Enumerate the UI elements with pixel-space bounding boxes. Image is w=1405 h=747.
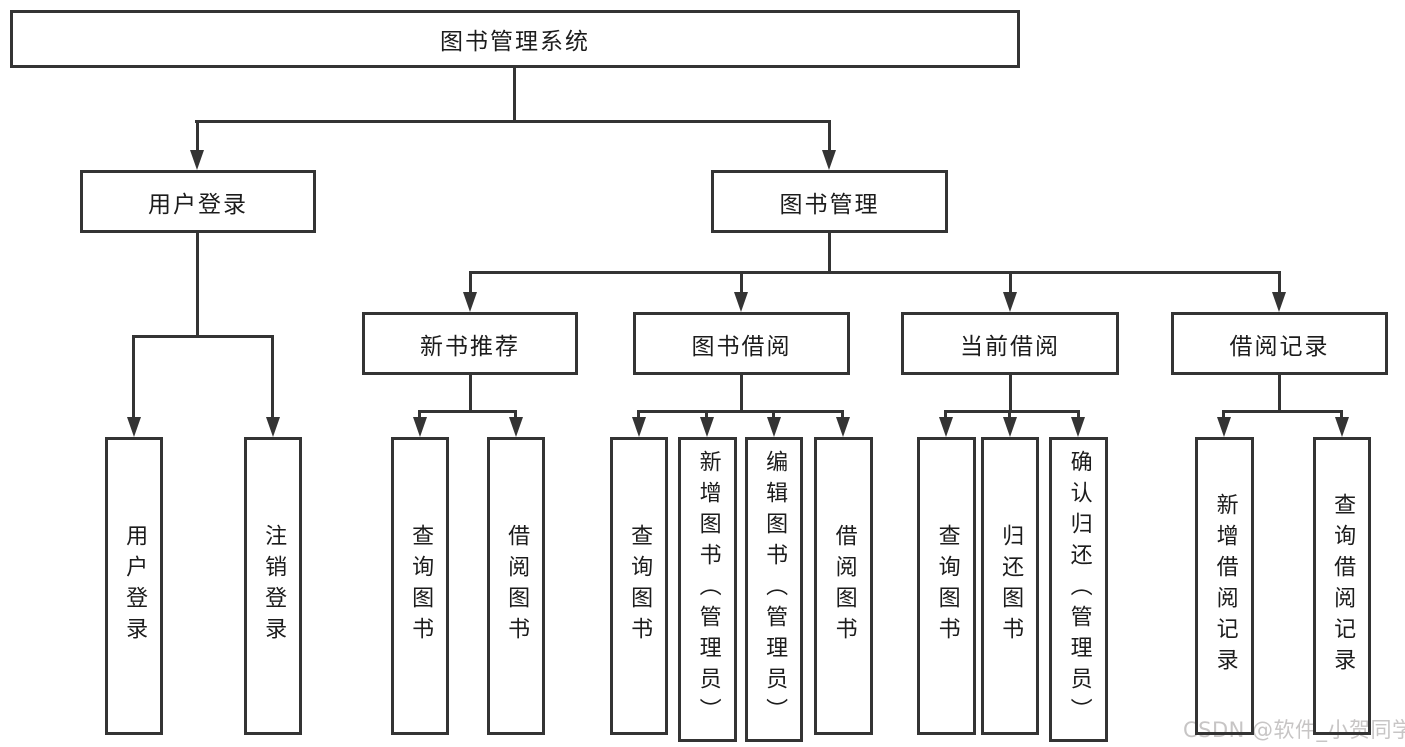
node-label: 新书推荐 — [420, 333, 520, 360]
arrow-head — [1071, 417, 1085, 437]
arrow-head — [1003, 292, 1017, 312]
connector-vline — [740, 375, 743, 410]
connector-vline — [828, 233, 831, 271]
leaf-add-books-admin: 新增图书（管理员） — [678, 437, 737, 742]
leaf-logout: 注销登录 — [244, 437, 302, 735]
connector-vline — [1222, 410, 1225, 420]
arrow-head — [632, 417, 646, 437]
connector-vline — [841, 410, 844, 420]
arrow-head — [822, 150, 836, 170]
connector-vline — [828, 120, 831, 152]
arrow-head — [1217, 417, 1231, 437]
arrow-head — [509, 417, 523, 437]
arrow-head — [266, 417, 280, 437]
node-current-borrowing: 当前借阅 — [901, 312, 1119, 375]
connector-vline — [132, 335, 135, 419]
arrow-head — [1272, 292, 1286, 312]
node-label: 新增借阅记录 — [1212, 493, 1238, 679]
connector-vline — [196, 120, 199, 152]
arrow-head — [767, 417, 781, 437]
node-label: 查询图书 — [408, 524, 434, 648]
node-user-login: 用户登录 — [80, 170, 316, 233]
connector-hline — [469, 271, 1281, 274]
connector-vline — [1077, 410, 1080, 420]
connector-vline — [637, 410, 640, 420]
connector-hline — [133, 335, 274, 338]
node-label: 用户登录 — [122, 524, 148, 648]
leaf-user-login: 用户登录 — [105, 437, 163, 735]
connector-vline — [418, 410, 421, 420]
arrow-head — [463, 292, 477, 312]
leaf-add-borrow-record: 新增借阅记录 — [1195, 437, 1254, 735]
connector-vline — [1009, 375, 1012, 410]
node-label: 借阅图书 — [831, 524, 857, 648]
node-label: 查询图书 — [627, 524, 653, 648]
connector-hline — [1223, 410, 1343, 413]
node-new-book-recommend: 新书推荐 — [362, 312, 578, 375]
connector-vline — [469, 375, 472, 410]
arrow-head — [939, 417, 953, 437]
node-label: 确认归还（管理员） — [1066, 450, 1092, 729]
node-label: 图书管理系统 — [440, 29, 590, 55]
arrow-head — [413, 417, 427, 437]
connector-hline — [419, 410, 517, 413]
node-label: 用户登录 — [148, 191, 248, 218]
connector-vline — [1009, 271, 1012, 294]
node-label: 归还图书 — [998, 524, 1024, 648]
connector-vline — [514, 410, 517, 420]
arrow-head — [700, 417, 714, 437]
leaf-query-borrow-record: 查询借阅记录 — [1313, 437, 1371, 735]
connector-vline — [1008, 410, 1011, 420]
connector-vline — [1340, 410, 1343, 420]
node-label: 当前借阅 — [960, 333, 1060, 360]
connector-vline — [740, 271, 743, 294]
connector-vline — [469, 271, 472, 294]
node-label: 注销登录 — [261, 524, 287, 648]
arrow-head — [836, 417, 850, 437]
leaf-borrow-books-borrowing: 借阅图书 — [814, 437, 873, 735]
arrow-head — [1003, 417, 1017, 437]
node-label: 图书管理 — [779, 191, 880, 218]
connector-vline — [1278, 271, 1281, 294]
connector-hline — [945, 410, 1079, 413]
arrow-head — [734, 292, 748, 312]
connector-vline — [944, 410, 947, 420]
connector-vline — [1278, 375, 1281, 410]
node-book-management: 图书管理 — [711, 170, 948, 233]
leaf-confirm-return-admin: 确认归还（管理员） — [1049, 437, 1108, 742]
node-label: 编辑图书（管理员） — [762, 450, 788, 729]
node-label: 图书借阅 — [691, 333, 792, 360]
leaf-return-books: 归还图书 — [981, 437, 1039, 735]
node-label: 借阅图书 — [504, 524, 530, 648]
node-label: 查询借阅记录 — [1330, 493, 1356, 679]
leaf-query-books-recommend: 查询图书 — [391, 437, 449, 735]
connector-vline — [513, 68, 516, 120]
node-root-library-system: 图书管理系统 — [10, 10, 1020, 68]
node-label: 新增图书（管理员） — [695, 450, 721, 729]
connector-vline — [705, 410, 708, 420]
leaf-borrow-books-recommend: 借阅图书 — [487, 437, 545, 735]
leaf-query-books-current: 查询图书 — [917, 437, 976, 735]
connector-hline — [195, 120, 831, 123]
connector-vline — [196, 233, 199, 335]
node-label: 借阅记录 — [1229, 333, 1330, 360]
arrow-head — [1335, 417, 1349, 437]
arrow-head — [190, 150, 204, 170]
node-borrowing-records: 借阅记录 — [1171, 312, 1388, 375]
connector-vline — [772, 410, 775, 420]
node-label: 查询图书 — [934, 524, 960, 648]
leaf-query-books-borrowing: 查询图书 — [610, 437, 668, 735]
node-book-borrowing: 图书借阅 — [633, 312, 850, 375]
connector-vline — [271, 335, 274, 419]
arrow-head — [127, 417, 141, 437]
connector-hline — [638, 410, 844, 413]
leaf-edit-books-admin: 编辑图书（管理员） — [745, 437, 803, 742]
